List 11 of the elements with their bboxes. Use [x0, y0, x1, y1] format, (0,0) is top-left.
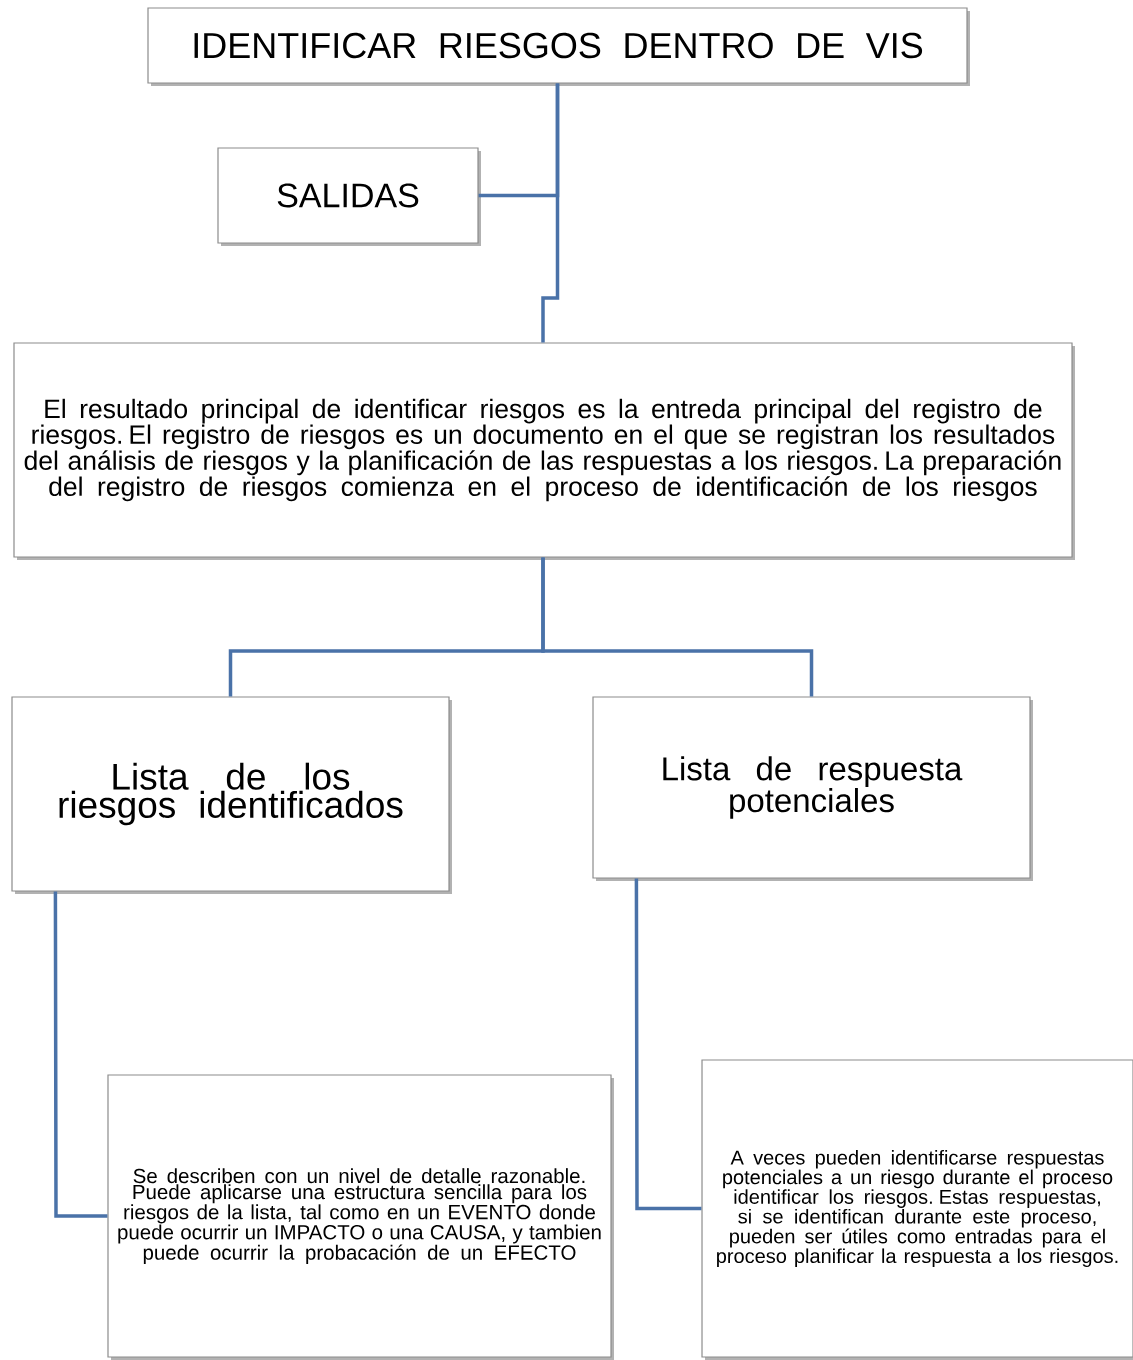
- heading-box: SALIDAS: [217, 147, 481, 246]
- text-box: Se describen con un nivel de detalle razonable. Puede aplicarse una estructura sencilla para los riesgos de la lista, tal como en un EVENTO donde puede ocurrir un IMPACTO o una CAUSA, y tambien puede ocurrir la probacación de un EFECTO: [107, 1074, 614, 1360]
- text-box: Lista de los riesgos identificados: [11, 696, 452, 894]
- connector-line: [53, 891, 108, 1218]
- connector-line: [541, 557, 814, 697]
- connector-line: [634, 878, 702, 1211]
- text-box: El resultado principal de identificar riesgos es la entreda principal del registro de riesgos. El registro de riesgos es un documento en el que se registran los resultados del análisis de riesgos y la planificación de las respuestas a los riesgos. La preparación del registro de riesgos comienza en el proceso de identificación de los riesgos: [13, 342, 1075, 560]
- text-box: Lista de respuesta potenciales: [592, 696, 1033, 881]
- title-box: IDENTIFICAR RIESGOS DENTRO DE VIS: [147, 7, 970, 86]
- text-box: A veces pueden identificarse respuestas potenciales a un riesgo durante el proceso identificar los riesgos. Estas respuestas, si se identifican durante este proceso, pueden ser útiles como entradas para el proceso planificar la respuesta a los riesgos.: [701, 1059, 1133, 1360]
- connector-line: [541, 83, 560, 343]
